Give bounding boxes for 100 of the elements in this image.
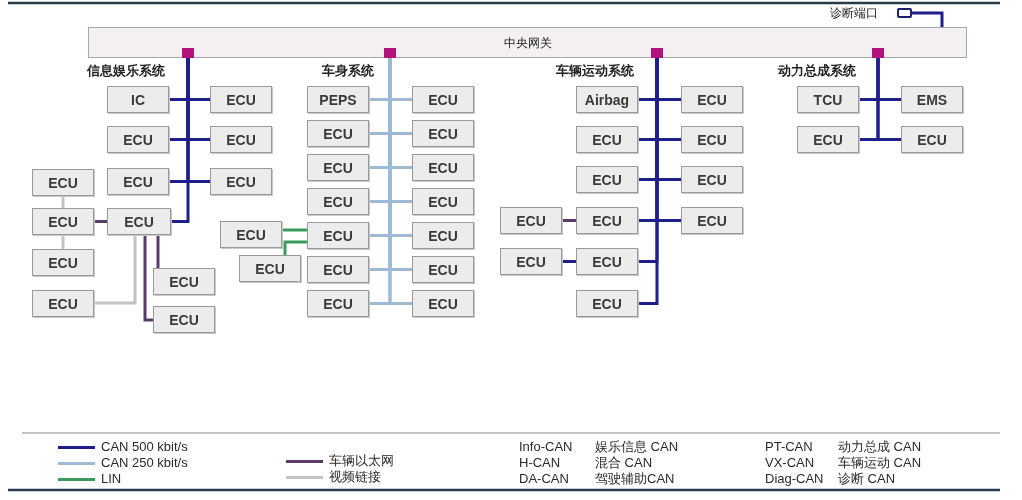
- module-label: Airbag: [584, 91, 630, 108]
- module-box: [412, 256, 474, 283]
- module-box: [32, 169, 94, 196]
- bus-line: [638, 58, 659, 305]
- connection-line: [156, 235, 160, 268]
- bus-abbreviation: DA-CAN: [519, 471, 569, 487]
- module-label: ECU: [428, 159, 458, 176]
- module-label: ECU: [48, 213, 78, 230]
- module-box: [681, 166, 743, 193]
- module-label: TCU: [813, 91, 843, 108]
- legend-label: 车辆以太网: [329, 453, 394, 469]
- module-box: [681, 207, 743, 234]
- module-label: ECU: [226, 131, 256, 148]
- module-box: [32, 249, 94, 276]
- module-box: [307, 222, 369, 249]
- module-box: [576, 207, 638, 234]
- module-label: ECU: [592, 171, 622, 188]
- connection-line: [94, 220, 107, 223]
- module-label: ECU: [813, 131, 843, 148]
- module-box: [239, 255, 301, 282]
- bus-description: 车辆运动 CAN: [838, 455, 922, 471]
- module-box: [153, 268, 215, 295]
- module-box: [412, 86, 474, 113]
- module-label: EMS: [916, 91, 948, 108]
- module-box: [681, 126, 743, 153]
- module-box: [307, 290, 369, 317]
- module-label: ECU: [428, 295, 458, 312]
- module-box: [307, 86, 369, 113]
- module-box: [500, 248, 562, 275]
- module-box: [797, 86, 859, 113]
- port-label: 诊断端口: [830, 5, 878, 21]
- section-heading: 动力总成系统: [778, 63, 856, 79]
- module-box: [307, 188, 369, 215]
- module-label: ECU: [169, 273, 199, 290]
- module-box: [576, 166, 638, 193]
- section-heading: 信息娱乐系统: [87, 63, 165, 79]
- module-box: [307, 256, 369, 283]
- connection-line: [562, 260, 576, 263]
- legend-label: LIN: [101, 471, 122, 487]
- module-box: [681, 86, 743, 113]
- module-box: [576, 248, 638, 275]
- legend-label: CAN 250 kbit/s: [101, 455, 188, 471]
- module-box: [107, 86, 169, 113]
- module-label: ECU: [516, 253, 546, 270]
- module-label: ECU: [323, 125, 353, 142]
- module-label: ECU: [592, 131, 622, 148]
- bus-description: 诊断 CAN: [838, 471, 896, 487]
- module-box: [107, 126, 169, 153]
- bus-abbreviation: VX-CAN: [765, 455, 815, 471]
- module-box: [307, 120, 369, 147]
- module-label: ECU: [323, 295, 353, 312]
- module-box: [107, 168, 169, 195]
- module-label: ECU: [697, 212, 727, 229]
- module-label: ECU: [236, 226, 266, 243]
- module-label: ECU: [226, 173, 256, 190]
- module-box: [210, 86, 272, 113]
- module-label: ECU: [697, 171, 727, 188]
- module-box: [153, 306, 215, 333]
- module-box: [210, 126, 272, 153]
- gateway-bar: [88, 27, 967, 58]
- legend-label: 视频链接: [329, 469, 381, 485]
- module-label: PEPS: [319, 91, 357, 108]
- module-label: IC: [131, 91, 145, 108]
- module-box: [412, 120, 474, 147]
- bus-line: [171, 58, 190, 223]
- module-label: ECU: [48, 174, 78, 191]
- module-label: ECU: [428, 261, 458, 278]
- connection-line: [61, 196, 65, 208]
- module-label: ECU: [323, 261, 353, 278]
- module-box: [412, 188, 474, 215]
- module-label: ECU: [592, 253, 622, 270]
- module-label: ECU: [123, 173, 153, 190]
- module-label: ECU: [428, 227, 458, 244]
- module-label: ECU: [48, 295, 78, 312]
- module-box: [210, 168, 272, 195]
- bus-description: 动力总成 CAN: [838, 439, 922, 455]
- module-label: ECU: [428, 193, 458, 210]
- section-heading: 车辆运动系统: [556, 63, 634, 79]
- module-box: [576, 86, 638, 113]
- module-label: ECU: [323, 227, 353, 244]
- module-label: ECU: [592, 295, 622, 312]
- module-label: ECU: [255, 260, 285, 277]
- module-box: [412, 154, 474, 181]
- module-box: [901, 126, 963, 153]
- module-box: [500, 207, 562, 234]
- module-label: ECU: [123, 131, 153, 148]
- module-label: ECU: [697, 131, 727, 148]
- module-label: ECU: [323, 159, 353, 176]
- bus-abbreviation: H-CAN: [519, 455, 561, 471]
- module-box: [32, 290, 94, 317]
- connection-line: [562, 219, 576, 222]
- module-label: ECU: [697, 91, 727, 108]
- module-label: ECU: [169, 311, 199, 328]
- module-box: [220, 221, 282, 248]
- bus-abbreviation: PT-CAN: [765, 439, 813, 455]
- connection-line: [143, 235, 153, 322]
- module-label: ECU: [428, 125, 458, 142]
- module-box: [576, 126, 638, 153]
- module-label: ECU: [226, 91, 256, 108]
- gateway-label: 中央网关: [503, 34, 552, 51]
